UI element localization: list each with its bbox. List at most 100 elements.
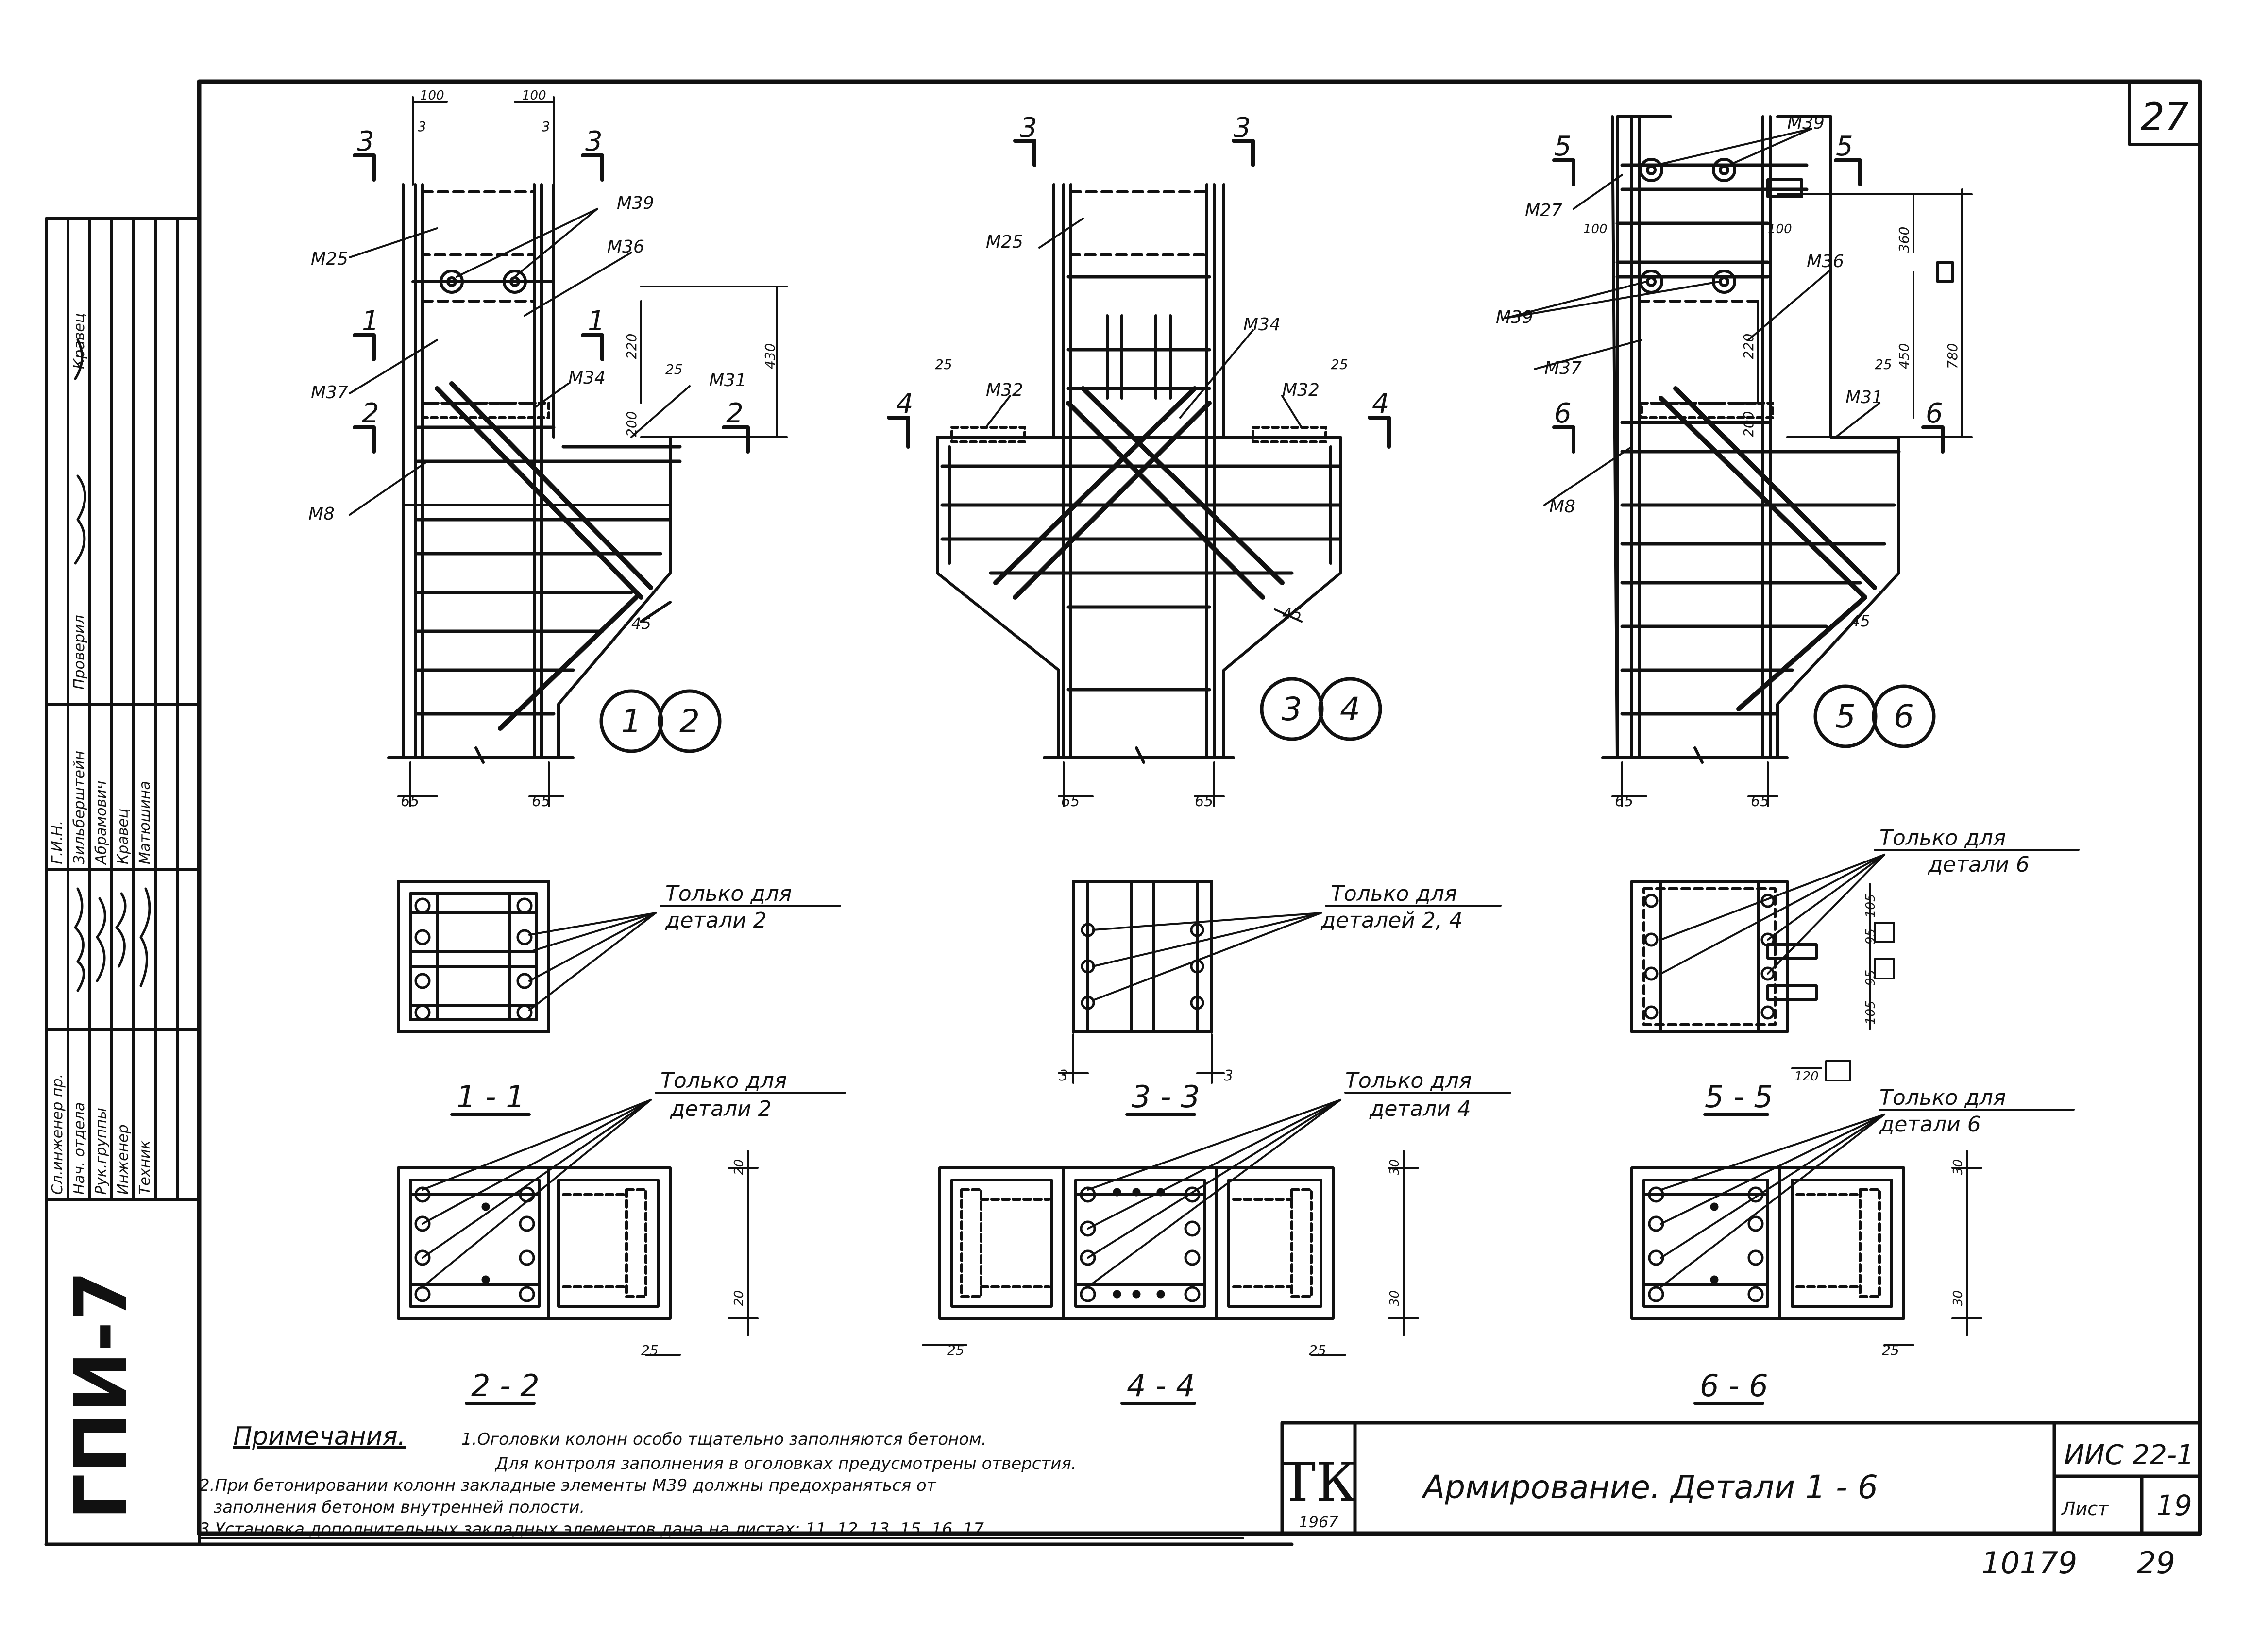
stamp-role-1: Сл.инженер пр. <box>49 1074 66 1195</box>
section55-dim-5: 120 <box>1794 1069 1819 1084</box>
detail34-label-m32a: M32 <box>986 380 1023 400</box>
detail12-label-m39: M39 <box>617 193 654 213</box>
detail56-dim-220: 220 <box>1741 334 1757 359</box>
section-2-2-texts: Только для детали 2 2 - 2 20 20 25 <box>471 1068 787 1403</box>
detail34-dim-65a: 65 <box>1061 793 1080 810</box>
section11-title: 1 - 1 <box>457 1079 525 1114</box>
detail12-dim-4: 3 <box>542 118 550 135</box>
stamp-roles: Сл.инженер пр. Нач. отдела Рук.группы Ин… <box>49 313 153 1195</box>
stamp-name-1: Г.И.Н. <box>49 821 66 864</box>
detail12-label-m8: M8 <box>308 504 335 524</box>
detail56-label-m39a: M39 <box>1787 113 1825 133</box>
notes-line-2: Для контроля заполнения в оголовках пред… <box>494 1454 1077 1473</box>
detail-1-2-texts: 1 2 3 3 1 1 2 2 M25 M39 M36 M37 M34 M31 … <box>308 88 778 810</box>
section11-note-line2: детали 2 <box>665 908 767 933</box>
section55-dim-3: 95 <box>1863 970 1878 986</box>
detail12-dim-430: 430 <box>762 343 778 369</box>
notes: Примечания. 1.Оголовки колонн особо тщат… <box>199 1422 1077 1539</box>
stamp-checked-label: Проверил <box>71 615 88 690</box>
bottom-page: 29 <box>2137 1545 2175 1581</box>
detail12-dim-65b: 65 <box>532 793 550 810</box>
notes-heading: Примечания. <box>233 1422 406 1451</box>
detail34-dim-25a: 25 <box>935 356 952 372</box>
detail34-dim-25b: 25 <box>1331 356 1348 372</box>
stamp-role-3: Рук.группы <box>93 1108 110 1195</box>
detail12-label-m34: M34 <box>568 368 606 388</box>
detail12-label-m37: M37 <box>311 383 348 403</box>
detail56-circle-6: 6 <box>1894 698 1914 735</box>
stamp-name-2: Зильберштейн <box>71 751 88 864</box>
stamp-name-4: Кравец <box>115 809 132 864</box>
section-1-1 <box>397 880 841 1116</box>
detail12-label-m31: M31 <box>709 371 746 390</box>
title-block-texts: ТК 1967 Армирование. Детали 1 - 6 ИИС 22… <box>1280 1439 2194 1531</box>
detail34-sec-side-l: 4 <box>896 388 914 420</box>
detail56-sec-top-l: 5 <box>1554 131 1572 162</box>
section66-note-line1: Только для <box>1879 1085 2006 1110</box>
section66-dim-3: 25 <box>1882 1342 1899 1358</box>
detail34-dim-45: 45 <box>1282 605 1302 623</box>
section33-title: 3 - 3 <box>1132 1079 1200 1114</box>
detail56-dim-360: 360 <box>1896 227 1912 253</box>
title-block <box>1280 1421 2202 1536</box>
detail34-sec-side-r: 4 <box>1372 388 1389 420</box>
section44-note-line1: Только для <box>1345 1068 1472 1093</box>
section55-dim-2: 95 <box>1863 928 1878 945</box>
title-sheet-label: Лист <box>2061 1498 2109 1519</box>
section-5-5-texts: Только для детали 6 5 - 5 105 95 95 105 … <box>1705 826 2030 1114</box>
detail12-dim-25: 25 <box>665 361 683 377</box>
detail56-label-m8: M8 <box>1549 497 1575 517</box>
detail-3-4 <box>887 139 1391 807</box>
stamp-name-3: Абрамович <box>93 781 110 865</box>
detail56-label-m36: M36 <box>1807 252 1844 271</box>
detail-5-6 <box>1505 115 1973 807</box>
detail56-dim-25: 25 <box>1875 356 1892 372</box>
detail56-circle-5: 5 <box>1835 698 1856 735</box>
detail56-dim-100b: 100 <box>1768 222 1792 236</box>
section22-note-line1: Только для <box>660 1068 787 1093</box>
section-4-4 <box>922 1092 1511 1405</box>
section-3-3 <box>1058 880 1502 1116</box>
notes-line-1: 1.Оголовки колонн особо тщательно заполн… <box>461 1430 987 1449</box>
section-3-3-texts: Только для деталей 2, 4 3 - 3 3 3 <box>1059 881 1463 1114</box>
section55-note-line1: Только для <box>1879 826 2006 850</box>
section44-title: 4 - 4 <box>1127 1368 1195 1403</box>
section33-dim-b: 3 <box>1224 1067 1233 1084</box>
section11-note-line1: Только для <box>665 881 792 906</box>
section-5-5 <box>1630 849 2080 1116</box>
detail56-dim-450: 450 <box>1896 343 1912 369</box>
bottom-code: 10179 <box>1981 1545 2077 1581</box>
section22-title: 2 - 2 <box>471 1368 540 1403</box>
detail34-label-m34: M34 <box>1243 315 1281 335</box>
stamp-name-5: Матюшина <box>136 781 153 864</box>
section66-note-line2: детали 6 <box>1879 1112 1981 1137</box>
detail56-dim-45: 45 <box>1850 612 1870 630</box>
section44-note-line2: детали 4 <box>1369 1097 1471 1121</box>
detail34-dim-65b: 65 <box>1195 793 1213 810</box>
section55-note-line2: детали 6 <box>1928 852 2030 877</box>
detail56-dim-200: 200 <box>1741 411 1757 437</box>
detail56-dim-100a: 100 <box>1583 222 1608 236</box>
title-main: Армирование. Детали 1 - 6 <box>1421 1468 1878 1506</box>
section44-dim-4: 25 <box>1309 1342 1326 1358</box>
detail56-label-m31: M31 <box>1845 388 1883 407</box>
detail12-dim-65a: 65 <box>401 793 419 810</box>
detail12-dim-1: 100 <box>420 88 444 103</box>
detail56-label-m37: M37 <box>1544 358 1582 378</box>
notes-line-4: заполнения бетоном внутренней полости. <box>214 1498 585 1517</box>
corner-sheet-number: 27 <box>2140 96 2188 139</box>
detail12-sec-top-r: 3 <box>585 126 603 157</box>
section55-dim-1: 105 <box>1863 894 1878 918</box>
section66-title: 6 - 6 <box>1700 1368 1768 1403</box>
section44-dim-3: 25 <box>947 1342 965 1358</box>
detail12-circle-1: 1 <box>621 703 642 740</box>
section33-note-line1: Только для <box>1331 881 1457 906</box>
notes-line-5: 3.Установка дополнительных закладных эле… <box>199 1519 989 1539</box>
side-stamp <box>45 217 201 1546</box>
title-series: ИИС 22-1 <box>2064 1439 2194 1471</box>
section-1-1-texts: Только для детали 2 1 - 1 <box>457 881 792 1114</box>
notes-line-3: 2.При бетонировании колонн закладные эле… <box>199 1476 937 1495</box>
section22-note-line2: детали 2 <box>670 1097 772 1121</box>
